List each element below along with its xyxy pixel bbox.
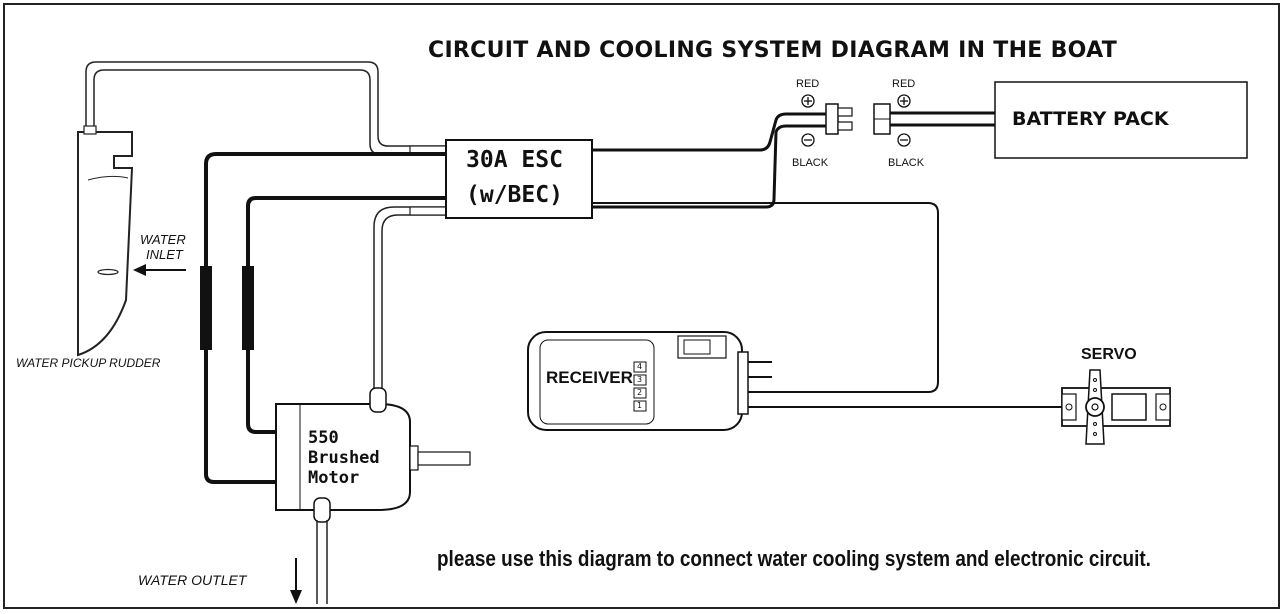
connector-right-black-label: BLACK <box>888 157 925 169</box>
minus-icon <box>801 133 911 147</box>
heat-shrink-right <box>242 266 254 350</box>
water-inlet-arrow-icon <box>133 264 186 276</box>
connector-left-black-label: BLACK <box>792 157 829 169</box>
receiver-box <box>527 331 772 431</box>
channel-1-label: 1 <box>637 401 643 410</box>
battery-pack-box <box>994 81 1248 159</box>
cooling-hose-outlet <box>316 520 328 604</box>
diagram-title: CIRCUIT AND COOLING SYSTEM DIAGRAM IN TH… <box>428 38 1117 63</box>
heat-shrink-left <box>200 266 212 350</box>
motor-label-line3: Motor <box>308 468 360 488</box>
battery-pack-label: BATTERY PACK <box>1012 108 1169 130</box>
diagram-frame <box>3 3 1280 609</box>
instruction-note: please use this diagram to connect water… <box>437 546 1151 571</box>
esc-box <box>445 139 593 219</box>
esc-label-line2: (w/BEC) <box>466 182 563 208</box>
plus-icon <box>801 94 911 108</box>
water-outlet-label: WATER OUTLET <box>138 572 247 588</box>
water-inlet-label-line1: WATER <box>140 232 186 247</box>
channel-3-label: 3 <box>637 375 643 384</box>
servo-icon <box>1061 369 1171 445</box>
motor-body <box>275 387 471 523</box>
motor-label-line1: 550 <box>308 428 339 448</box>
servo-label: SERVO <box>1081 346 1137 363</box>
cooling-hose-motor <box>373 206 446 392</box>
cooling-hose-inlet <box>85 61 446 155</box>
rudder-label: WATER PICKUP RUDDER <box>16 356 161 370</box>
channel-4-label: 4 <box>637 362 643 371</box>
deans-connector <box>825 103 891 135</box>
esc-hose-nipple-bottom <box>409 206 447 216</box>
motor-label-line2: Brushed <box>308 448 380 468</box>
battery-wires <box>890 111 995 127</box>
water-pickup-rudder <box>77 125 134 357</box>
water-outlet-arrow-icon <box>290 558 302 604</box>
esc-receiver-lead <box>592 202 939 393</box>
esc-battery-wires <box>592 112 826 209</box>
water-inlet-label-line2: INLET <box>146 247 183 262</box>
esc-label-line1: 30A ESC <box>466 147 563 173</box>
receiver-label: RECEIVER <box>546 368 633 387</box>
connector-left-red-label: RED <box>796 78 820 90</box>
channel-2-label: 2 <box>637 388 643 397</box>
connector-right-red-label: RED <box>892 78 916 90</box>
